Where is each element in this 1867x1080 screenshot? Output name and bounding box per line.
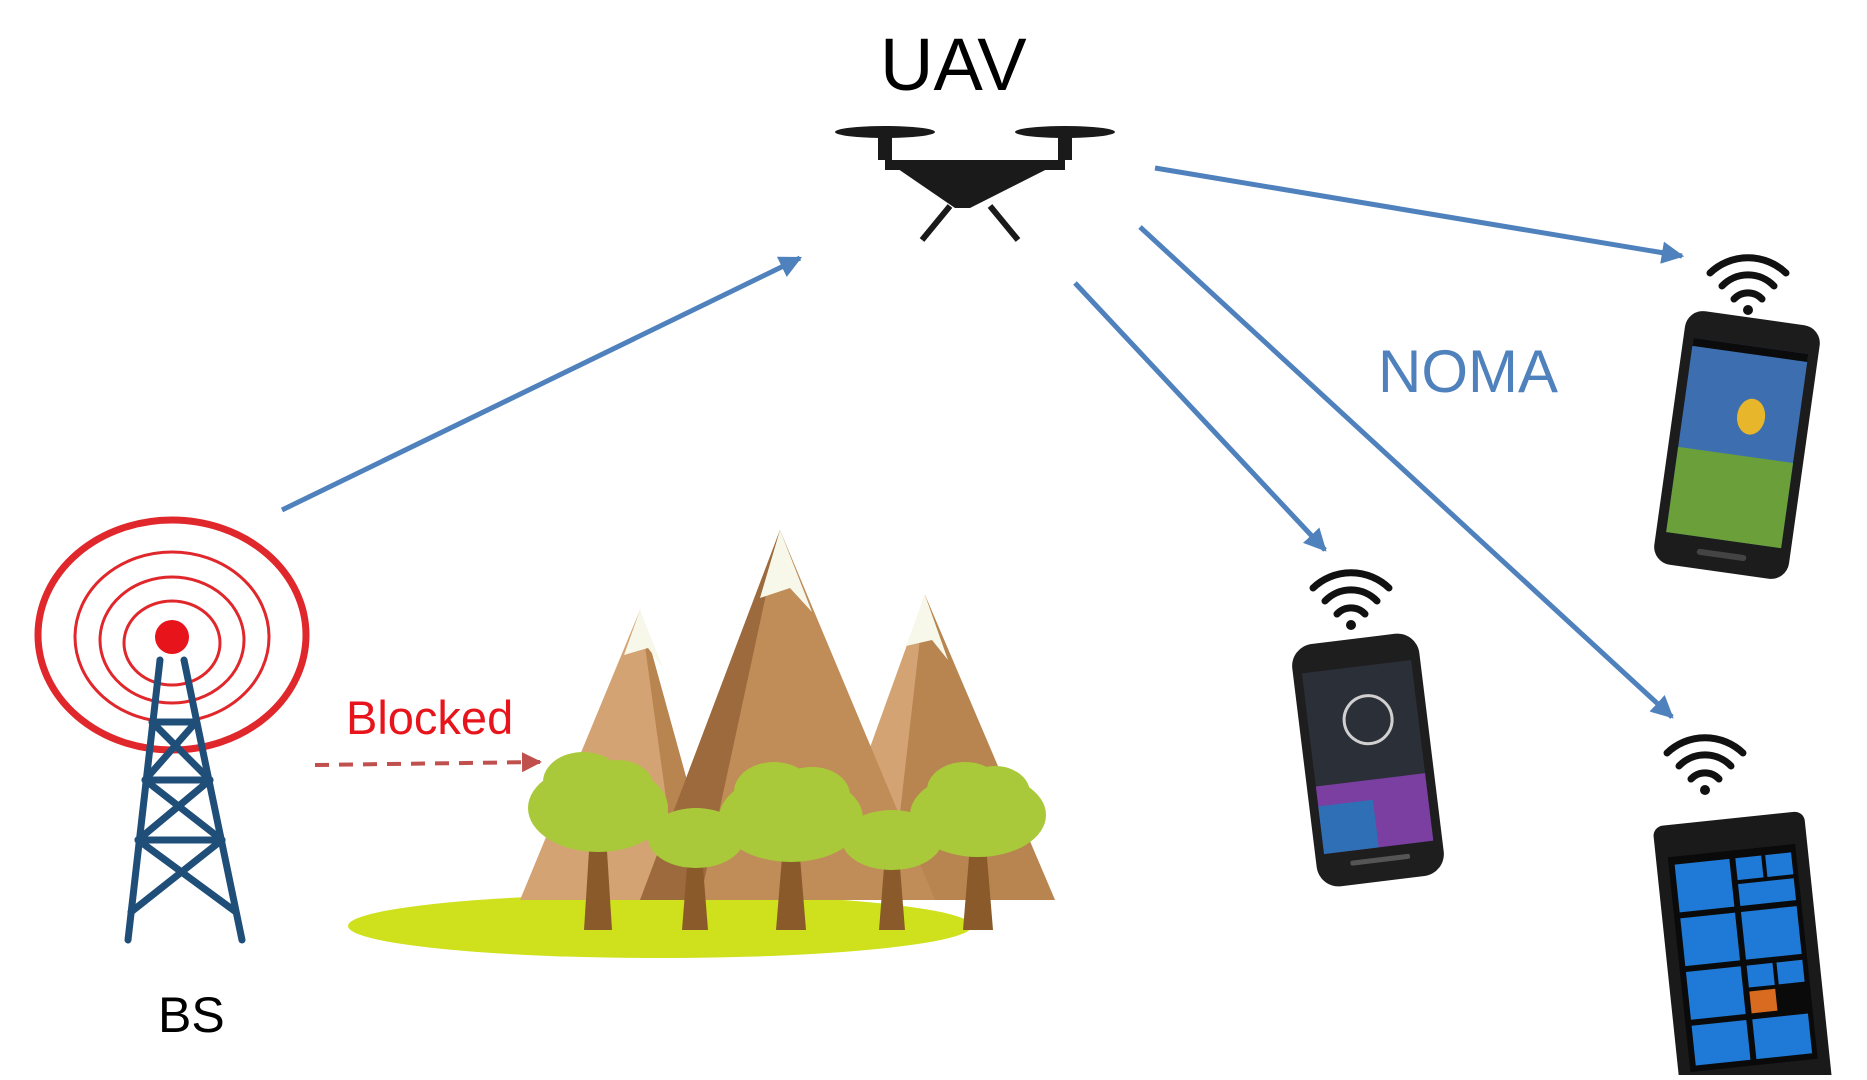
bs-label: BS bbox=[158, 987, 225, 1043]
blocked-label: Blocked bbox=[346, 691, 514, 744]
uav-to-user1-link-arrow bbox=[1154, 165, 1685, 264]
wifi-icon bbox=[1663, 734, 1747, 795]
uav-label: UAV bbox=[880, 23, 1027, 106]
smartphone-icon bbox=[1653, 811, 1833, 1080]
uav-drone-icon bbox=[835, 126, 1115, 242]
mountains-trees-icon bbox=[348, 530, 1055, 958]
bs-to-uav-link-arrow bbox=[280, 255, 803, 513]
smartphone-icon bbox=[1654, 311, 1820, 579]
wifi-icon bbox=[1706, 254, 1790, 315]
uav-to-user3-link-arrow bbox=[1138, 225, 1674, 719]
uav-to-user2-link-arrow bbox=[1073, 281, 1327, 552]
smartphone-icon bbox=[1292, 633, 1444, 887]
base-station-tower-icon bbox=[34, 516, 310, 944]
blocked-link-arrow bbox=[314, 752, 542, 773]
wifi-icon bbox=[1309, 569, 1393, 630]
noma-label: NOMA bbox=[1378, 338, 1558, 405]
